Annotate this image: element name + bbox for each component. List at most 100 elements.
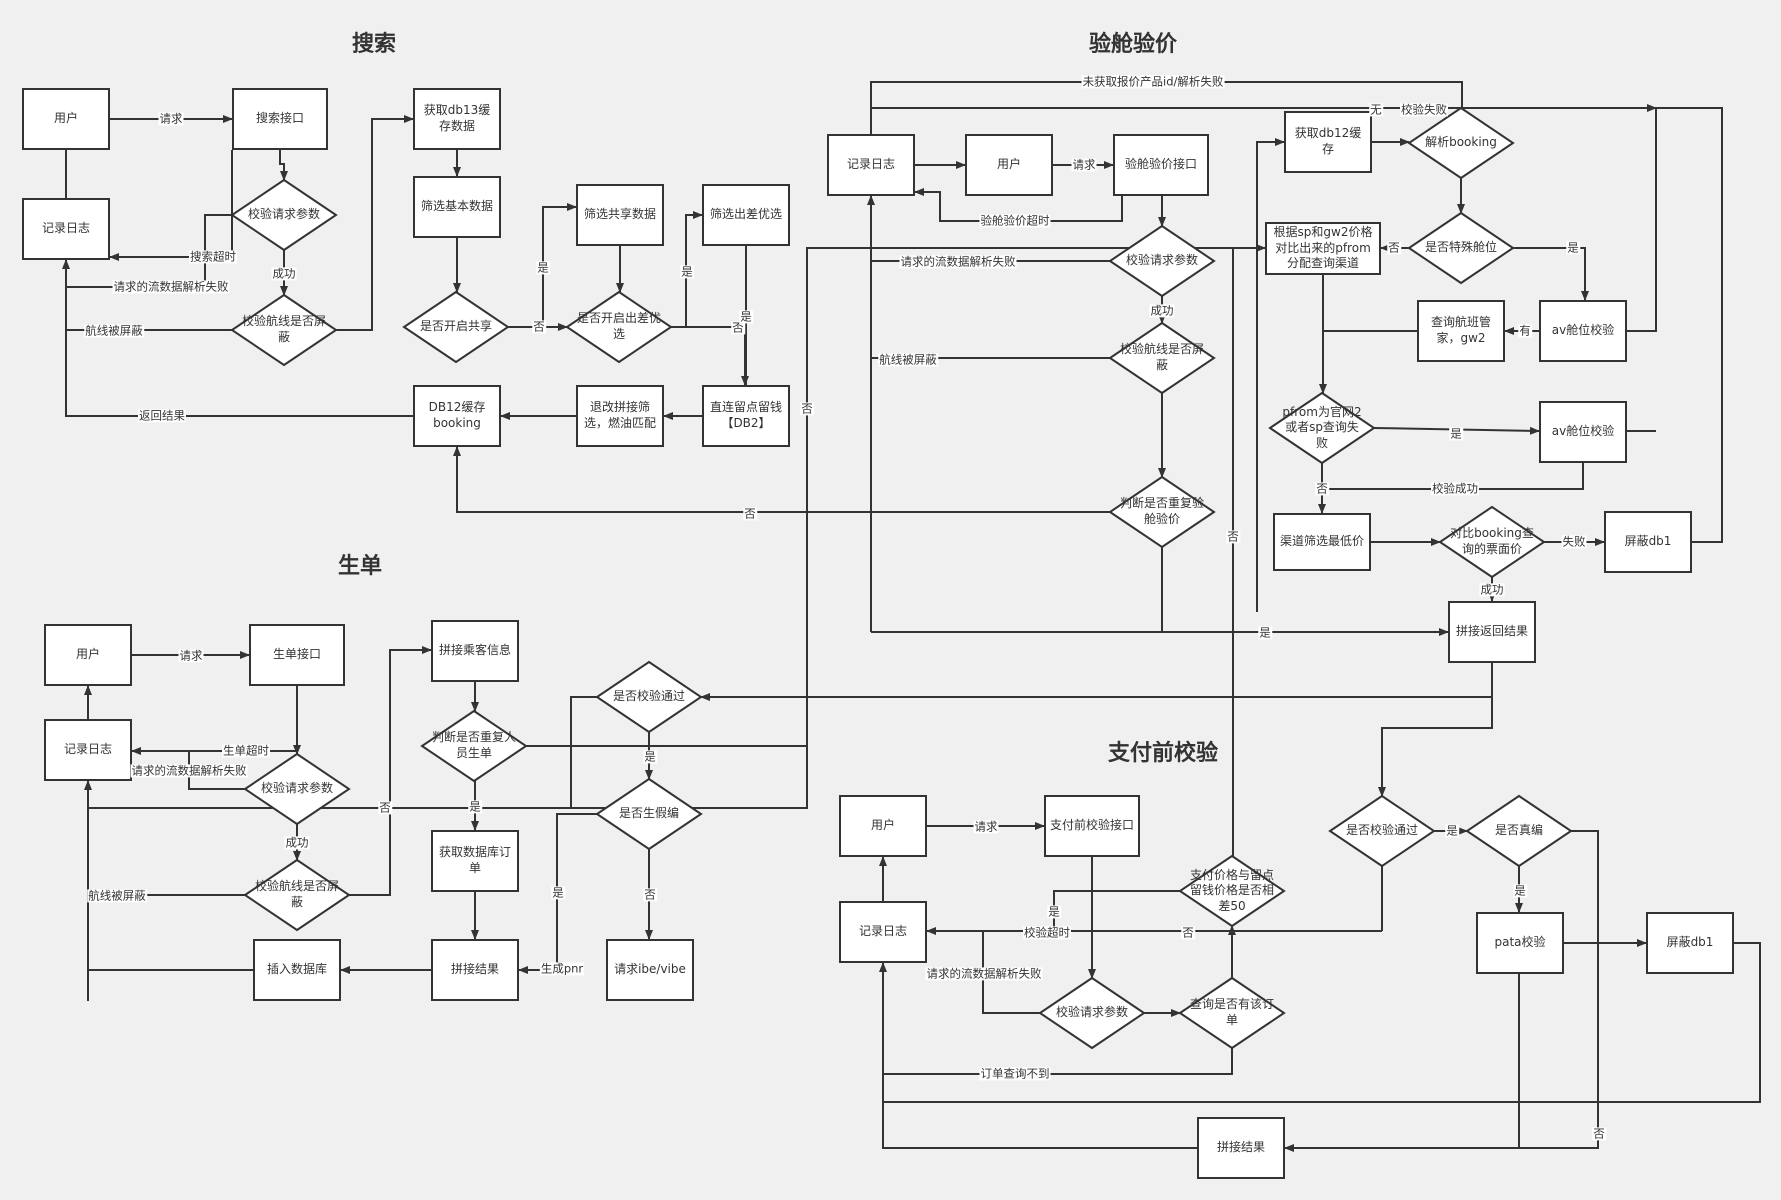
prepay-join-result-node[interactable]: 拼接结果 — [1197, 1117, 1285, 1179]
order-check-route-node[interactable]: 校验航线是否屏蔽 — [245, 860, 349, 930]
order-edge-dup-yes-label: 是 — [468, 799, 482, 814]
connector-line — [870, 104, 1657, 134]
connector-line — [685, 211, 703, 327]
order-is-dup-node[interactable]: 判断是否重复人员生单 — [422, 711, 526, 781]
prepay-block-db1-node[interactable]: 屏蔽db1 — [1646, 912, 1734, 974]
order-get-order-node[interactable]: 获取数据库订单 — [431, 830, 519, 892]
prepay-edge-request-label: 请求 — [973, 819, 999, 834]
connector-line — [1256, 138, 1285, 612]
search-filter-basic-node[interactable]: 筛选基本数据 — [413, 176, 501, 238]
search-edge-trip-yes2-label: 是 — [739, 309, 753, 324]
order-insert-db-node[interactable]: 插入数据库 — [253, 939, 341, 1001]
verify-parse-booking-node[interactable]: 解析booking — [1409, 108, 1513, 178]
order-edge-request-label: 请求 — [178, 648, 204, 663]
order-passenger-node[interactable]: 拼接乘客信息 — [431, 620, 519, 682]
order-is-pass-text: 是否校验通过 — [612, 689, 685, 704]
prepay-log-node[interactable]: 记录日志 — [839, 901, 927, 963]
search-direct-node[interactable]: 直连留点留钱【DB2】 — [702, 385, 790, 447]
verify-api-node[interactable]: 验舱验价接口 — [1113, 134, 1209, 196]
order-is-fake-node[interactable]: 是否生假编 — [597, 779, 701, 849]
verify-compare-price-node[interactable]: 对比booking查询的票面价 — [1440, 507, 1544, 577]
search-db13-node[interactable]: 获取db13缓存数据 — [413, 88, 501, 150]
prepay-check-params-node[interactable]: 校验请求参数 — [1040, 978, 1144, 1048]
verify-check-route-node[interactable]: 校验航线是否屏蔽 — [1110, 323, 1214, 393]
verify-pfrom-check-node-shape — [1268, 391, 1376, 465]
order-check-params-node[interactable]: 校验请求参数 — [245, 754, 349, 824]
search-is-trip-node-shape — [565, 290, 673, 364]
order-user-node[interactable]: 用户 — [44, 624, 132, 686]
prepay-edge-real-no-label: 否 — [1592, 1126, 1606, 1141]
prepay-price-diff-node[interactable]: 支付价格与留点留钱价格是否相差50 — [1180, 856, 1284, 926]
search-edge-blocked-label: 航线被屏蔽 — [84, 323, 144, 338]
search-is-share-text: 是否开启共享 — [419, 319, 492, 334]
order-is-pass-node-shape — [595, 660, 703, 734]
verify-edge-no-left-label: 否 — [800, 401, 814, 416]
search-filter-trip-node[interactable]: 筛选出差优选 — [702, 184, 790, 246]
prepay-edge-no-label: 否 — [1181, 925, 1195, 940]
verify-pfrom-check-node[interactable]: pfrom为官网2或者sp查询失败 — [1270, 393, 1374, 463]
search-check-route-node-shape — [230, 293, 338, 367]
search-db12-node[interactable]: DB12缓存booking — [413, 385, 501, 447]
order-check-route-text: 校验航线是否屏蔽 — [255, 879, 340, 909]
connector-line — [1053, 890, 1180, 931]
verify-is-repeat-text: 判断是否重复验舱验价 — [1120, 496, 1205, 526]
verify-assign-channel-node[interactable]: 根据sp和gw2价格对比出来的pfrom分配查询渠道 — [1265, 222, 1381, 275]
verify-check-route-text: 校验航线是否屏蔽 — [1120, 342, 1205, 372]
search-edge-request-label: 请求 — [158, 111, 184, 126]
order-is-fake-node-shape — [595, 777, 703, 851]
connector-line — [188, 751, 245, 790]
search-is-share-node[interactable]: 是否开启共享 — [404, 292, 508, 362]
prepay-has-order-node[interactable]: 查询是否有该订单 — [1180, 978, 1284, 1048]
order-is-pass-node[interactable]: 是否校验通过 — [597, 662, 701, 732]
connector-line — [1378, 697, 1493, 797]
prepay-api-node[interactable]: 支付前校验接口 — [1044, 795, 1140, 857]
prepay-is-real-node[interactable]: 是否真编 — [1467, 796, 1571, 866]
title-order: 生单 — [337, 554, 383, 579]
search-refund-node[interactable]: 退改拼接筛选，燃油匹配 — [576, 385, 664, 447]
connector-line — [542, 203, 577, 327]
verify-is-special-node[interactable]: 是否特殊舱位 — [1409, 213, 1513, 283]
verify-av-check1-node[interactable]: av舱位校验 — [1539, 300, 1627, 362]
order-edge-pnr-label: 生成pnr — [539, 961, 585, 976]
prepay-pata-node[interactable]: pata校验 — [1476, 912, 1564, 974]
prepay-user-node[interactable]: 用户 — [839, 795, 927, 857]
search-is-share-node-shape — [402, 290, 510, 364]
verify-edge-pfrom-yes-label: 是 — [1449, 426, 1463, 441]
verify-block-db1-node[interactable]: 屏蔽db1 — [1604, 511, 1692, 573]
prepay-has-order-text: 查询是否有该订单 — [1190, 997, 1275, 1027]
search-check-params-node[interactable]: 校验请求参数 — [232, 180, 336, 250]
connector-line — [570, 696, 597, 808]
verify-user-node[interactable]: 用户 — [965, 134, 1053, 196]
search-api-node[interactable]: 搜索接口 — [232, 88, 328, 150]
verify-pfrom-check-text: pfrom为官网2或者sp查询失败 — [1282, 404, 1362, 450]
verify-db12-node[interactable]: 获取db12缓存 — [1284, 111, 1372, 173]
connector-line — [1513, 247, 1589, 301]
prepay-is-pass-node[interactable]: 是否校验通过 — [1330, 796, 1434, 866]
connector-line — [883, 1048, 1233, 1075]
prepay-is-pass-node-shape — [1328, 794, 1436, 868]
prepay-price-diff-node-shape — [1178, 854, 1286, 928]
verify-av-check2-node[interactable]: av舱位校验 — [1539, 401, 1627, 463]
verify-result-node[interactable]: 拼接返回结果 — [1448, 601, 1536, 663]
search-log-node[interactable]: 记录日志 — [22, 198, 110, 260]
order-log-node[interactable]: 记录日志 — [44, 719, 132, 781]
prepay-edge-pass-yes-label: 是 — [1445, 823, 1459, 838]
search-check-params-text: 校验请求参数 — [247, 207, 320, 222]
verify-is-repeat-node[interactable]: 判断是否重复验舱验价 — [1110, 477, 1214, 547]
connector-line — [882, 1101, 1197, 1149]
order-join-result-node[interactable]: 拼接结果 — [431, 939, 519, 1001]
verify-lowest-node[interactable]: 渠道筛选最低价 — [1273, 513, 1371, 571]
order-api-node[interactable]: 生单接口 — [249, 624, 345, 686]
verify-check-params-node[interactable]: 校验请求参数 — [1110, 226, 1214, 296]
search-user-node[interactable]: 用户 — [22, 88, 110, 150]
search-check-route-node[interactable]: 校验航线是否屏蔽 — [232, 295, 336, 365]
verify-query-gw2-node[interactable]: 查询航班管家，gw2 — [1417, 300, 1505, 362]
search-is-trip-node[interactable]: 是否开启出差优选 — [567, 292, 671, 362]
verify-is-special-text: 是否特殊舱位 — [1424, 240, 1497, 255]
connector-line — [279, 150, 288, 181]
connector-line — [1322, 463, 1584, 490]
verify-log-node[interactable]: 记录日志 — [827, 134, 915, 196]
search-filter-share-node[interactable]: 筛选共享数据 — [576, 184, 664, 246]
order-ibe-node[interactable]: 请求ibe/vibe — [606, 939, 694, 1001]
verify-check-route-node-shape — [1108, 321, 1216, 395]
